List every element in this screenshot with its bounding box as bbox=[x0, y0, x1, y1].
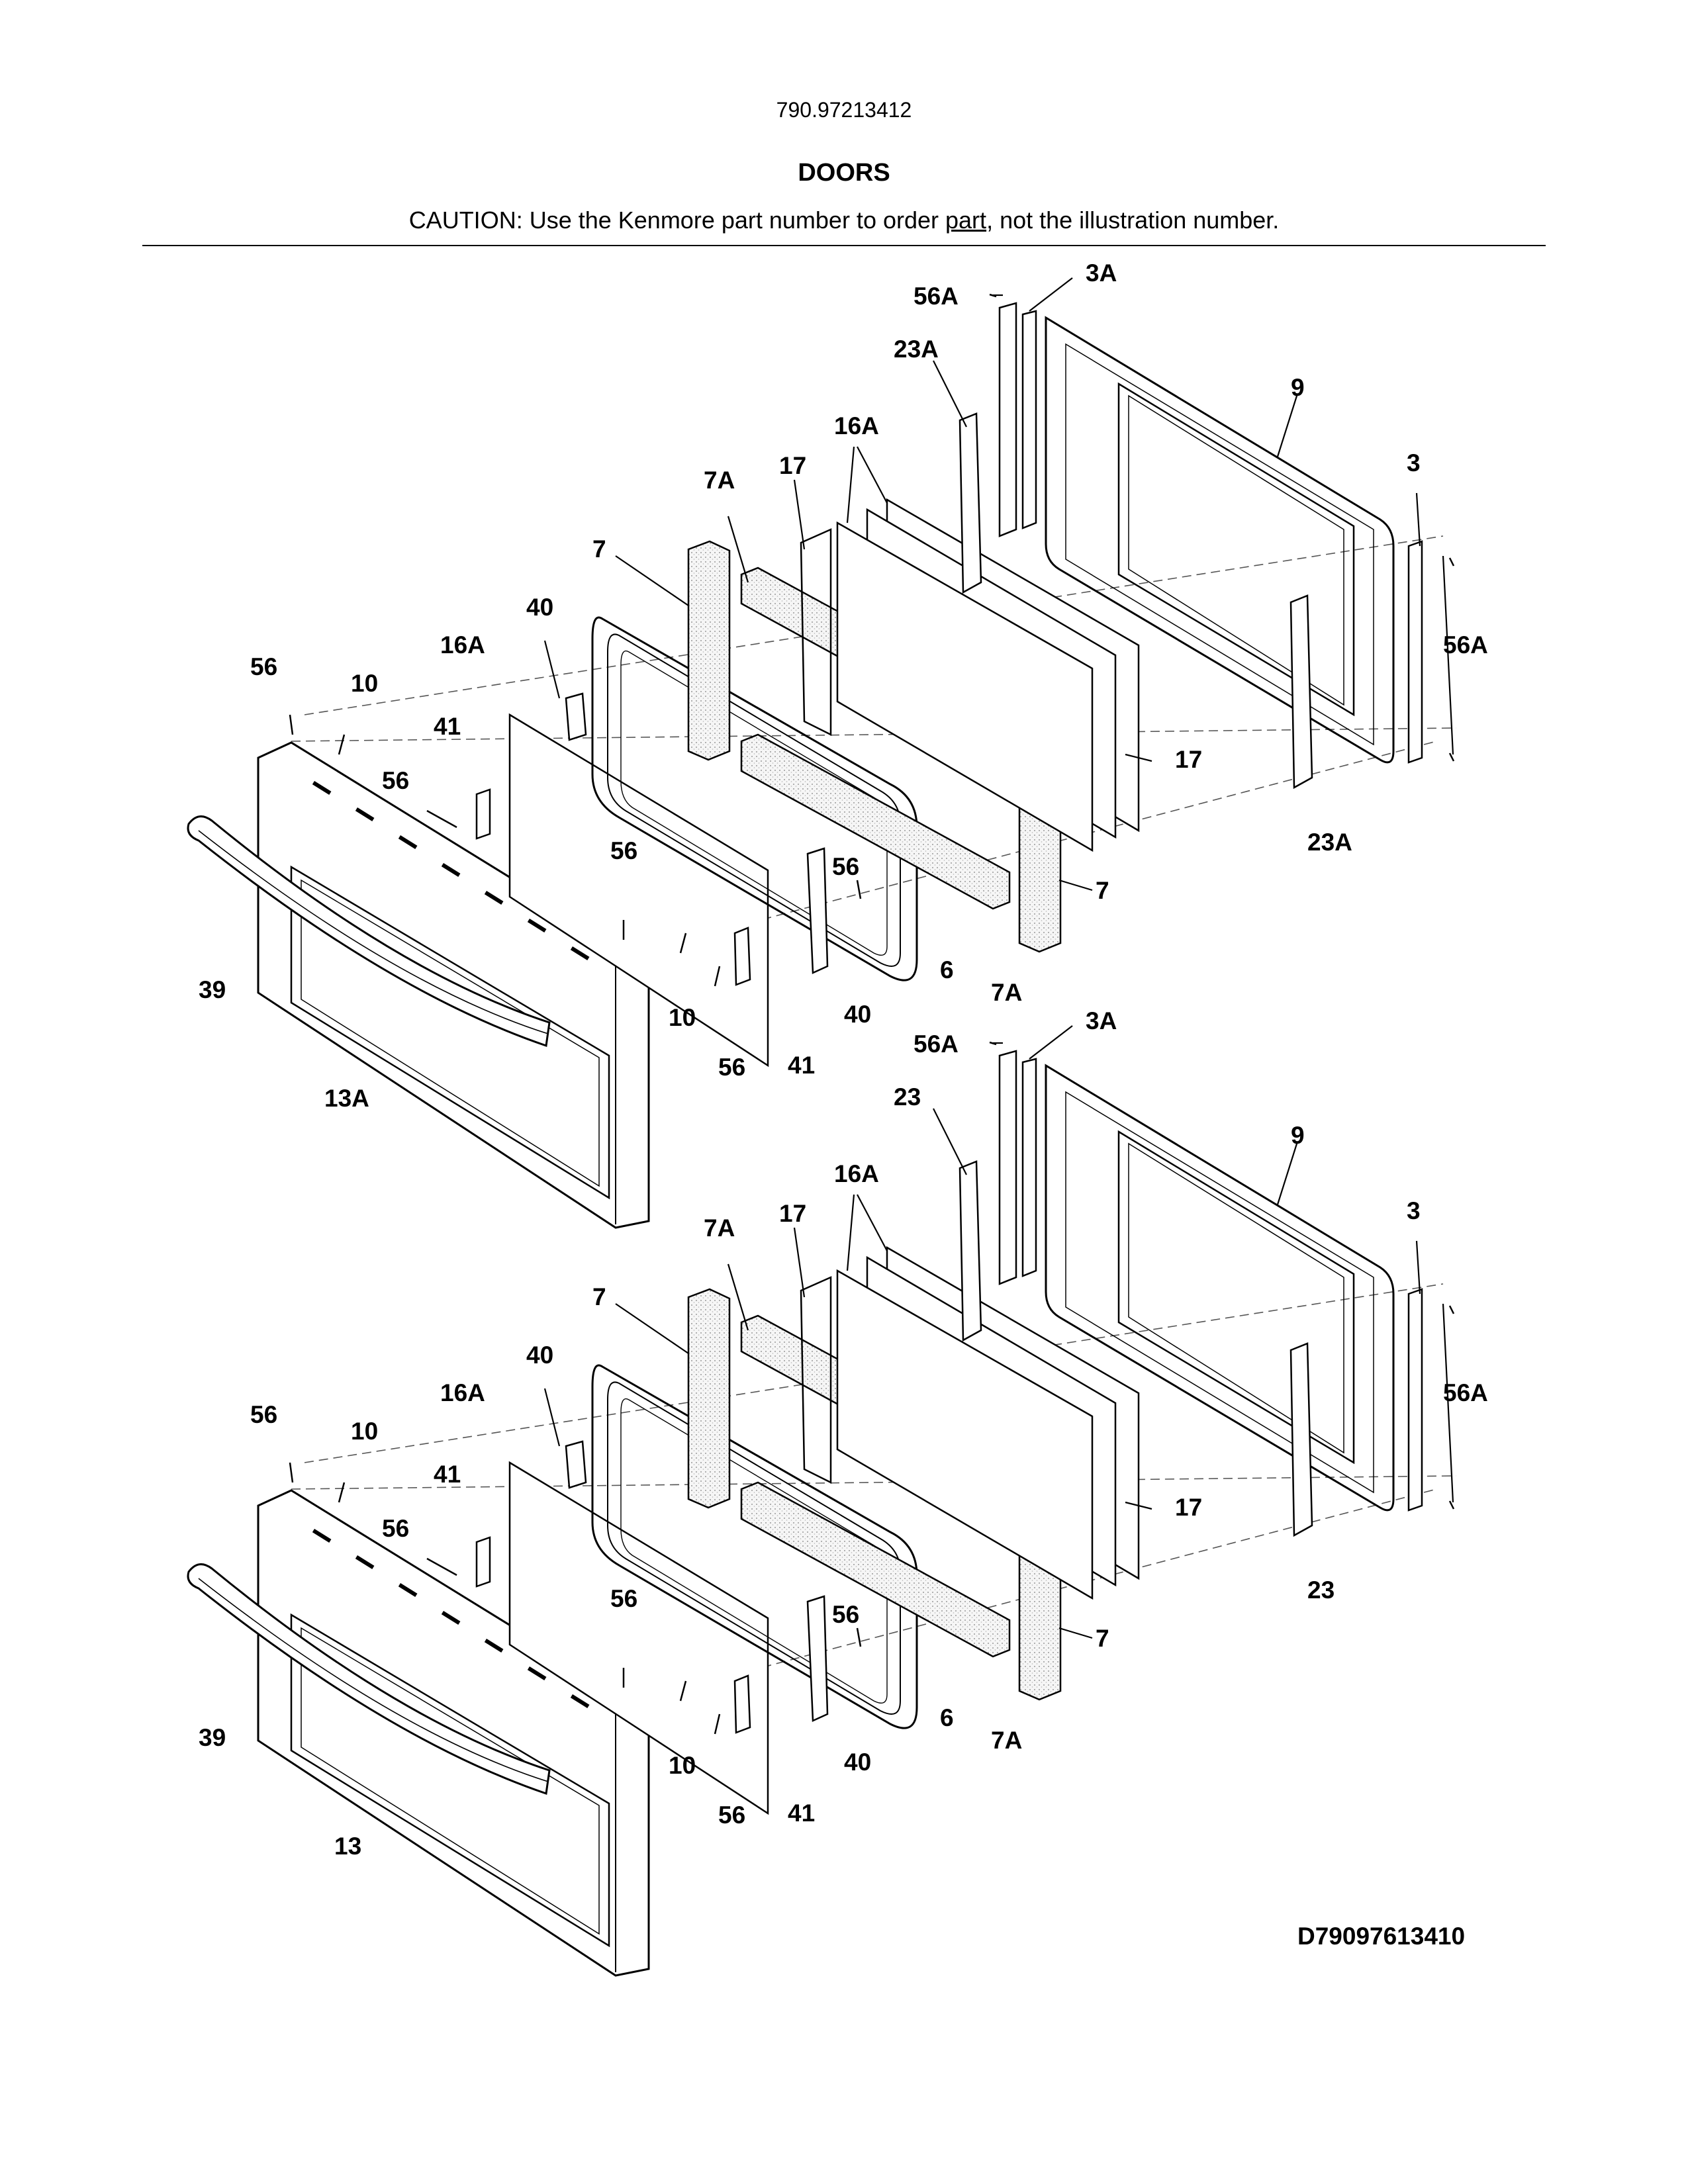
header-rule bbox=[142, 245, 1546, 246]
callout-13A: 13A bbox=[324, 1085, 369, 1112]
callout-56-lower: 56 bbox=[610, 837, 637, 864]
callout-23-right: 23 bbox=[1307, 1576, 1335, 1604]
callout-56A-right: 56A bbox=[1443, 631, 1488, 659]
callout-10: 10 bbox=[351, 670, 378, 697]
callout-41: 41 bbox=[434, 713, 461, 740]
section-title: DOORS bbox=[798, 159, 890, 187]
callout-40: 40 bbox=[526, 594, 553, 621]
callout-56-lower: 56 bbox=[610, 1585, 637, 1612]
callout-41-lower: 41 bbox=[788, 1052, 815, 1079]
callout-41-lower: 41 bbox=[788, 1799, 815, 1827]
callout-56: 56 bbox=[250, 1401, 277, 1428]
callout-39: 39 bbox=[199, 1724, 226, 1751]
callout-16A: 16A bbox=[834, 412, 879, 439]
callout-7-right: 7 bbox=[1096, 877, 1109, 904]
caution-text: CAUTION: Use the Kenmore part number to … bbox=[408, 206, 946, 234]
callout-23A-right: 23A bbox=[1307, 829, 1352, 856]
callout-9: 9 bbox=[1291, 1122, 1305, 1149]
callout-6: 6 bbox=[940, 1704, 954, 1731]
callout-39: 39 bbox=[199, 976, 226, 1003]
callout-16A-front: 16A bbox=[440, 631, 485, 659]
callout-40-lower: 40 bbox=[844, 1749, 871, 1776]
callout-7A: 7A bbox=[704, 1214, 735, 1242]
callout-56: 56 bbox=[250, 653, 277, 680]
callout-23A: 23A bbox=[894, 336, 939, 363]
callout-56-bottom: 56 bbox=[718, 1801, 745, 1829]
callout-7A-lower: 7A bbox=[991, 1727, 1022, 1754]
callout-56-liner: 56 bbox=[832, 1601, 859, 1628]
callout-56A-right: 56A bbox=[1443, 1379, 1488, 1406]
drawing-code: D79097613410 bbox=[1297, 1923, 1466, 1950]
callout-17: 17 bbox=[779, 1200, 806, 1227]
callout-40: 40 bbox=[526, 1342, 553, 1369]
callout-41: 41 bbox=[434, 1461, 461, 1488]
caution-underlined-word: part bbox=[945, 206, 987, 234]
lower-door-assembly: 56A 3A 23 9 16A 17 7A 3 7 40 16A 56A 56 … bbox=[187, 1007, 1488, 1977]
upper-door-assembly: 56A 3A 23A 9 16A 17 7A 3 7 40 16A 56A 56… bbox=[187, 259, 1488, 1229]
callout-10-lower: 10 bbox=[669, 1752, 696, 1779]
callout-9: 9 bbox=[1291, 374, 1305, 401]
callout-7A: 7A bbox=[704, 467, 735, 494]
callout-7: 7 bbox=[592, 535, 606, 563]
callout-3: 3 bbox=[1407, 449, 1421, 477]
callout-7-right: 7 bbox=[1096, 1625, 1109, 1652]
callout-56-liner: 56 bbox=[832, 853, 859, 880]
callout-23: 23 bbox=[894, 1083, 921, 1111]
callout-3: 3 bbox=[1407, 1197, 1421, 1224]
callout-56A: 56A bbox=[914, 283, 959, 310]
callout-7: 7 bbox=[592, 1283, 606, 1310]
callout-16A: 16A bbox=[834, 1160, 879, 1187]
callout-7A-lower: 7A bbox=[991, 979, 1022, 1006]
callout-3A: 3A bbox=[1086, 1007, 1117, 1034]
callout-10-lower: 10 bbox=[669, 1004, 696, 1031]
callout-56A: 56A bbox=[914, 1030, 959, 1058]
callout-6: 6 bbox=[940, 956, 954, 983]
callout-56-front: 56 bbox=[382, 767, 409, 794]
callout-56-bottom: 56 bbox=[718, 1054, 745, 1081]
callout-17-right: 17 bbox=[1175, 1494, 1202, 1521]
callout-3A: 3A bbox=[1086, 259, 1117, 287]
lower-leader-lines bbox=[543, 1025, 1454, 1639]
callout-40-lower: 40 bbox=[844, 1001, 871, 1028]
callout-10: 10 bbox=[351, 1418, 378, 1445]
upper-leader-lines bbox=[543, 277, 1454, 891]
callout-56-front: 56 bbox=[382, 1515, 409, 1542]
model-number: 790.97213412 bbox=[776, 98, 912, 122]
callout-16A-front: 16A bbox=[440, 1379, 485, 1406]
callout-17: 17 bbox=[779, 452, 806, 479]
caution-text-end: , not the illustration number. bbox=[986, 206, 1280, 234]
caution-note: CAUTION: Use the Kenmore part number to … bbox=[0, 206, 1688, 234]
callout-17-right: 17 bbox=[1175, 746, 1202, 773]
callout-13: 13 bbox=[334, 1833, 361, 1860]
